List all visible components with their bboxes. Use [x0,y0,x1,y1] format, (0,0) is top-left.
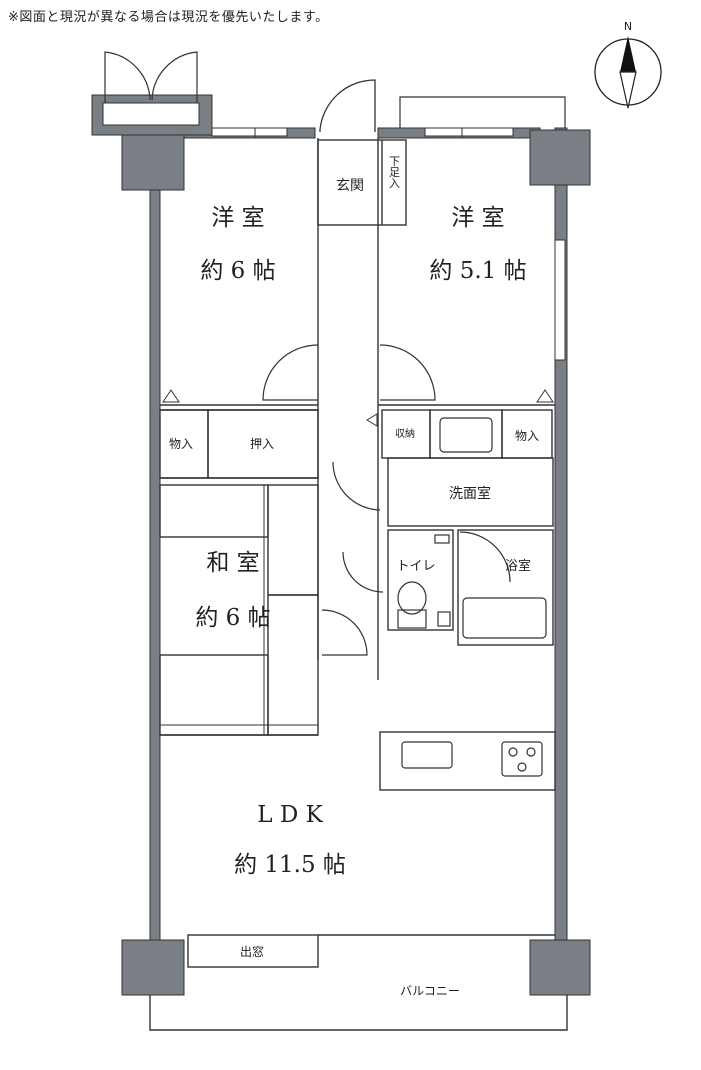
western-room-1-name: 洋 室 [211,205,264,231]
front-door [319,79,376,132]
top-right-rail [399,96,566,128]
compass-arrow-north [620,36,636,72]
compass: N [594,20,662,109]
ldk-name: L D K [257,802,323,828]
storage-right-label: 物入 [515,429,539,443]
interior-walls [149,138,568,1031]
fixtures [397,417,547,777]
top-left-recess [102,102,200,126]
toilet-label: トイレ [396,559,435,574]
door-swings [262,344,511,656]
western-room-1-size: 約 6 帖 [200,258,275,284]
storage-small-label: 収納 [395,427,415,440]
bathroom-label: 浴室 [505,558,531,574]
compass-north-label: N [624,20,632,33]
washroom-label: 洗面室 [449,485,491,502]
compass-arrow-south [619,71,637,109]
shoe-storage-label: 下足入 [388,156,401,189]
windows [211,127,566,361]
closet-label: 押入 [250,437,274,451]
window-ticks [254,128,463,138]
balcony-label: バルコニー [400,984,460,998]
top-left-fan-doors [104,51,198,103]
japanese-room-partitions [160,485,318,735]
western-room-2-size: 約 5.1 帖 [429,258,526,284]
storage-left-label: 物入 [169,437,193,451]
storage-markers [162,389,554,427]
japanese-room-size: 約 6 帖 [195,605,270,631]
ldk-size: 約 11.5 帖 [234,852,346,878]
bay-window-label: 出窓 [240,944,264,959]
western-room-2-name: 洋 室 [451,205,504,231]
disclaimer-note: ※図面と現況が異なる場合は現況を優先いたします。 [8,10,329,25]
entrance-label: 玄関 [336,177,364,194]
japanese-room-name: 和 室 [206,550,259,576]
